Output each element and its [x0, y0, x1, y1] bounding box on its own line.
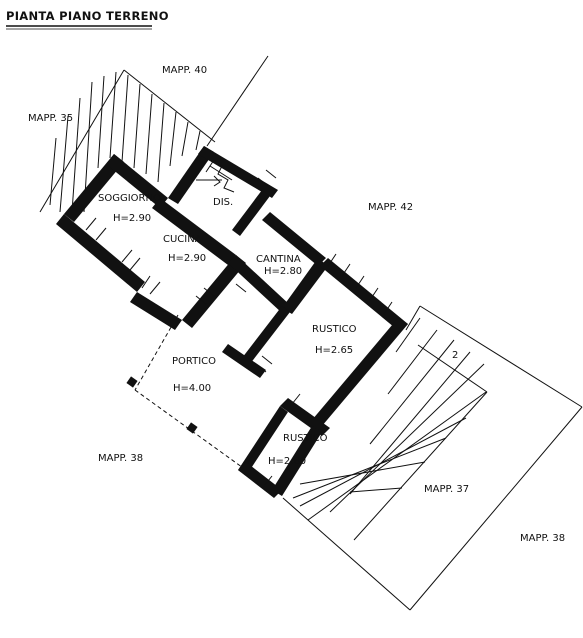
stair	[196, 159, 235, 193]
property-boundaries	[39, 55, 583, 611]
room-height-rustico-small: H=2.60	[268, 456, 306, 467]
room-height-cucina: H=2.90	[168, 253, 206, 264]
parcel-label-mapp37: MAPP. 37	[424, 484, 469, 495]
room-height-portico: H=4.00	[173, 383, 211, 394]
elevation-mark: 2	[452, 350, 458, 361]
room-height-cantina: H=2.80	[264, 266, 302, 277]
parcel-label-mapp38-left: MAPP. 38	[98, 453, 143, 464]
walls	[56, 146, 408, 498]
room-label-dis: DIS.	[213, 197, 233, 208]
room-label-rustico-big: RUSTICO	[312, 324, 357, 335]
parcel-label-mapp35: MAPP. 35	[28, 113, 73, 124]
room-label-cucina: CUCINA	[163, 234, 202, 245]
parcel-label-mapp42: MAPP. 42	[368, 202, 413, 213]
portico-outline	[126, 314, 247, 471]
parcel-label-mapp38-right: MAPP. 38	[520, 533, 565, 544]
room-height-soggiorno: H=2.90	[113, 213, 151, 224]
room-height-rustico-big: H=2.65	[315, 345, 353, 356]
room-label-rustico-small: RUSTICO	[283, 433, 328, 444]
openings	[85, 169, 393, 487]
room-label-cantina: CANTINA	[256, 254, 301, 265]
hatched-area-north	[49, 71, 201, 213]
room-label-soggiorno: SOGGIORNO	[98, 193, 161, 204]
room-label-portico: PORTICO	[172, 356, 216, 367]
parcel-label-mapp40: MAPP. 40	[162, 65, 207, 76]
plan-title: PIANTA PIANO TERRENO	[6, 9, 169, 23]
hatched-area-south	[292, 317, 488, 541]
